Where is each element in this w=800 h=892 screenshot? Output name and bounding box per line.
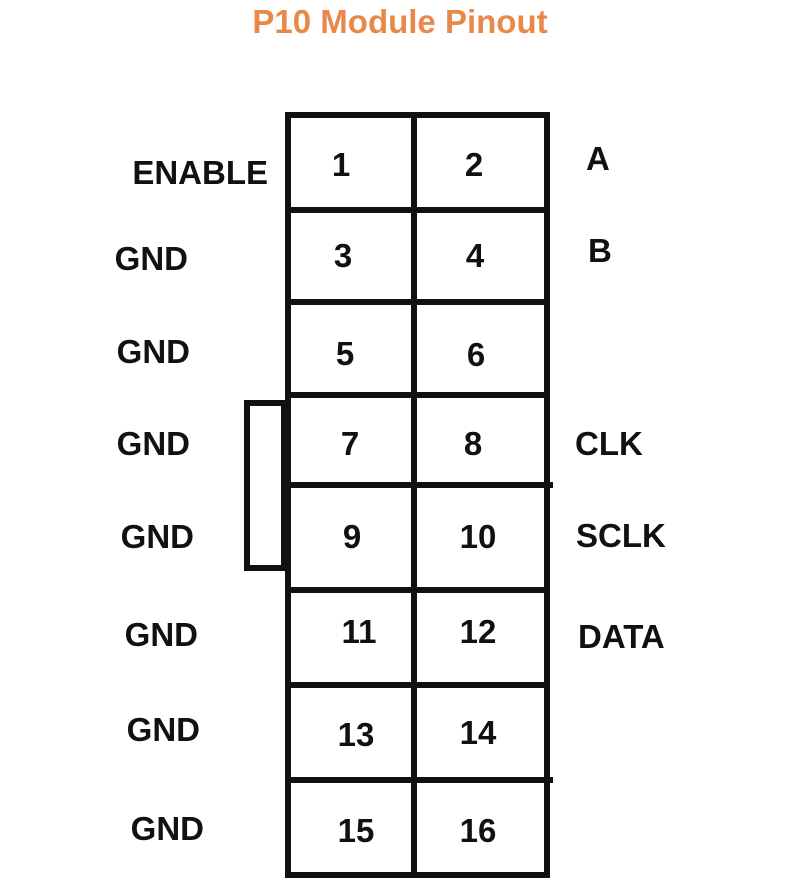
pin-number-2: 2 [464, 146, 484, 183]
pin-10-label: SCLK [576, 517, 666, 554]
pin-number-16: 16 [459, 812, 497, 849]
pin-number-14: 14 [459, 714, 497, 751]
pin-number-10: 10 [459, 518, 497, 555]
pin-12-label: DATA [578, 618, 665, 655]
pin-3-label: GND [114, 240, 188, 277]
pin-13-label: GND [126, 711, 200, 748]
pin-number-6: 6 [466, 336, 486, 373]
key-notch [244, 400, 287, 571]
pin-4-label: B [588, 232, 612, 269]
pin-number-3: 3 [333, 237, 353, 274]
pin-number-9: 9 [342, 518, 362, 555]
pin-number-15: 15 [337, 812, 375, 849]
pin-2-label: A [586, 140, 610, 177]
pin-11-label: GND [124, 616, 198, 653]
pin-9-label: GND [120, 518, 194, 555]
pin-number-11: 11 [341, 613, 377, 650]
pin-number-8: 8 [463, 425, 483, 462]
pin-15-label: GND [130, 810, 204, 847]
pin-5-label: GND [116, 333, 190, 370]
pin-number-13: 13 [337, 716, 375, 753]
pin-number-7: 7 [340, 425, 360, 462]
pin-number-1: 1 [331, 146, 351, 183]
pin-8-label: CLK [575, 425, 643, 462]
connector-body [285, 112, 550, 878]
pin-number-5: 5 [335, 335, 355, 372]
pin-1-label: ENABLE [132, 154, 268, 191]
diagram-title: P10 Module Pinout [252, 3, 548, 40]
pin-number-4: 4 [465, 237, 485, 274]
pin-number-12: 12 [459, 613, 497, 650]
pin-7-label: GND [116, 425, 190, 462]
